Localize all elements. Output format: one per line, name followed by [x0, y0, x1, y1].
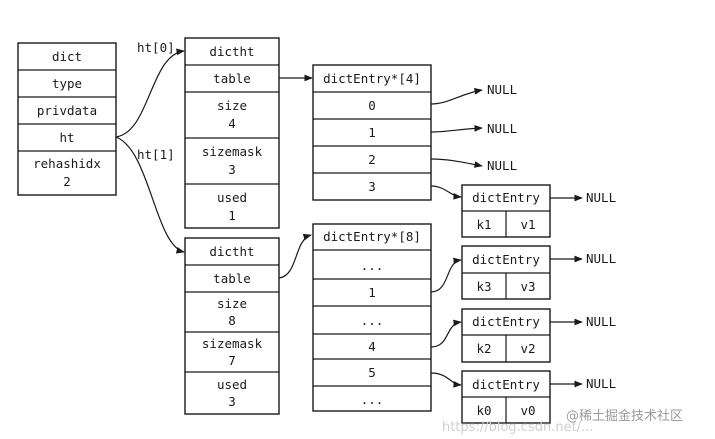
dictht1-used-value: 3	[228, 394, 236, 409]
table1-header: dictEntry*[8]	[323, 229, 421, 244]
dict-privdata-field: privdata	[37, 103, 97, 118]
ht1-label: ht[1]	[137, 147, 175, 162]
dictht0-sizemask-value: 3	[228, 162, 236, 177]
dictht0-title: dictht	[209, 44, 254, 59]
table1-slot: 4	[368, 339, 376, 354]
table0-box: dictEntry*[4] 0 1 2 3	[312, 64, 432, 201]
dictht1-title: dictht	[209, 244, 254, 259]
ht0-pointer-arrow	[115, 48, 185, 138]
slot1-entry-arrow	[430, 257, 462, 293]
dictht1-used-field: used	[217, 377, 247, 392]
slot2-null-arrow	[430, 158, 483, 168]
dict-entry-value: v3	[520, 279, 535, 294]
dictht0-used-value: 1	[228, 208, 236, 223]
dict-type-field: type	[52, 76, 82, 91]
null-label: NULL	[487, 158, 517, 173]
table1-slot: ...	[361, 392, 384, 407]
dictht1-sizemask-field: sizemask	[202, 336, 263, 351]
watermark-left: https://blog.csdn.net/...	[442, 420, 593, 435]
dictht1-size-value: 8	[228, 313, 236, 328]
slot0-null-arrow	[430, 88, 483, 105]
dict-entry-key: k0	[476, 403, 491, 418]
null-label: NULL	[586, 376, 616, 391]
null-label: NULL	[487, 121, 517, 136]
dictht0-table-field: table	[213, 71, 251, 86]
table1-slot: 5	[368, 365, 376, 380]
table0-slot: 2	[368, 152, 376, 167]
table1-slot: ...	[361, 258, 384, 273]
dict-entry-key: k3	[476, 279, 491, 294]
table1-pointer-arrow	[278, 233, 312, 279]
slot4-entry-arrow	[430, 319, 462, 348]
dictht1-size-field: size	[217, 296, 247, 311]
dict-title: dict	[52, 49, 82, 64]
table0-slot: 1	[368, 125, 376, 140]
null-label: NULL	[586, 251, 616, 266]
dict-entry-node: dictEntry k0 v0	[461, 370, 551, 424]
dict-entry-value: v2	[520, 341, 535, 356]
null-label: NULL	[586, 314, 616, 329]
table0-slot: 3	[368, 179, 376, 194]
slot5-entry-arrow	[430, 372, 462, 388]
dict-entry-node: dictEntry k1 v1	[461, 184, 551, 238]
dict-entry-node: dictEntry k3 v3	[461, 245, 551, 300]
watermark-right: @稀土掘金技术社区	[566, 408, 683, 424]
dict-entry-title: dictEntry	[472, 314, 540, 329]
ht1-pointer-arrow	[115, 136, 185, 254]
table0-header: dictEntry*[4]	[323, 71, 421, 86]
dictht1-sizemask-value: 7	[228, 353, 236, 368]
dict-entry-node: dictEntry k2 v2	[461, 308, 551, 363]
ht0-label: ht[0]	[137, 40, 175, 55]
dictht0-size-field: size	[217, 98, 247, 113]
dict-entry-title: dictEntry	[472, 190, 540, 205]
dictht0-box: dictht table size 4 sizemask 3 used 1	[184, 37, 280, 229]
dictht0-used-field: used	[217, 190, 247, 205]
dict-entry-title: dictEntry	[472, 252, 540, 267]
slot1-null-arrow	[430, 124, 483, 133]
table1-slot: ...	[361, 313, 384, 328]
dict-ht-field: ht	[59, 130, 74, 145]
dict-entry-key: k1	[476, 217, 491, 232]
dictht0-sizemask-field: sizemask	[202, 144, 263, 159]
dict-box: dict type privdata ht rehashidx 2	[17, 42, 117, 196]
table0-slot: 0	[368, 98, 376, 113]
table1-box: dictEntry*[8] ... 1 ... 4 5 ...	[312, 223, 432, 412]
dict-entry-value: v0	[520, 403, 535, 418]
dict-rehashidx-value: 2	[63, 174, 71, 189]
dictht0-size-value: 4	[228, 116, 236, 131]
dictht1-table-field: table	[213, 271, 251, 286]
table1-slot: 1	[368, 285, 376, 300]
dict-entry-value: v1	[520, 217, 535, 232]
null-label: NULL	[586, 190, 616, 205]
dict-entry-key: k2	[476, 341, 491, 356]
null-label: NULL	[487, 82, 517, 97]
slot3-entry-arrow	[430, 185, 462, 200]
dict-entry-title: dictEntry	[472, 377, 540, 392]
dictht1-box: dictht table size 8 sizemask 7 used 3	[184, 237, 280, 415]
dict-rehashidx-field: rehashidx	[33, 156, 101, 171]
